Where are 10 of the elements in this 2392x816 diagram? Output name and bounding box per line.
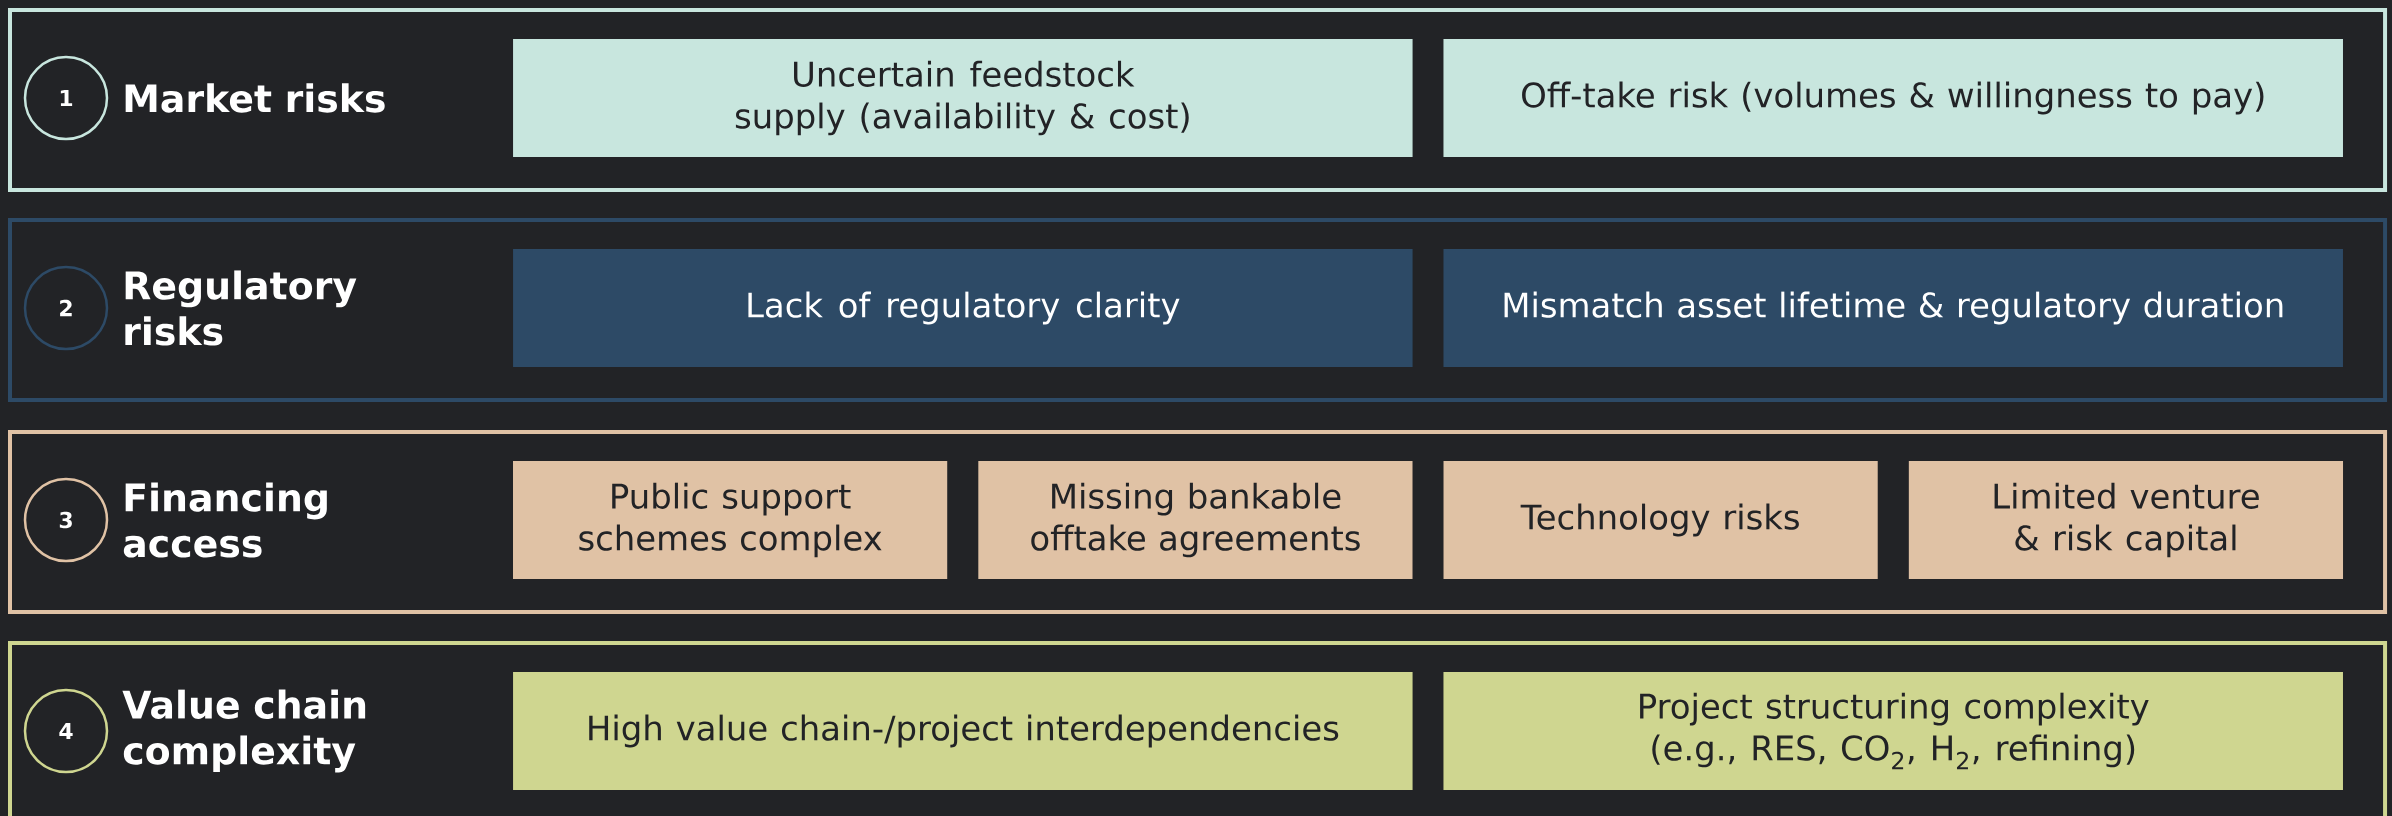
risk-box: Public support schemes complex <box>513 461 948 579</box>
risk-box: Project structuring complexity (e.g., RES, CO$_{2}$, H$_{2}$, refining) <box>1443 672 2343 790</box>
risk-box: High value chain-/project interdependencies <box>513 672 1413 790</box>
risk-box: Mismatch asset lifetime & regulatory duration <box>1443 249 2343 367</box>
risk-box: Uncertain feedstock supply (availability & cost) <box>513 39 1413 157</box>
risk-box: Off-take risk (volumes & willingness to pay) <box>1443 39 2343 157</box>
risk-box: Technology risks <box>1443 461 1878 579</box>
risk-box: Limited venture & risk capital <box>1908 461 2344 579</box>
risk-box: Missing bankable offtake agreements <box>978 461 1413 579</box>
risk-box: Lack of regulatory clarity <box>513 249 1413 367</box>
